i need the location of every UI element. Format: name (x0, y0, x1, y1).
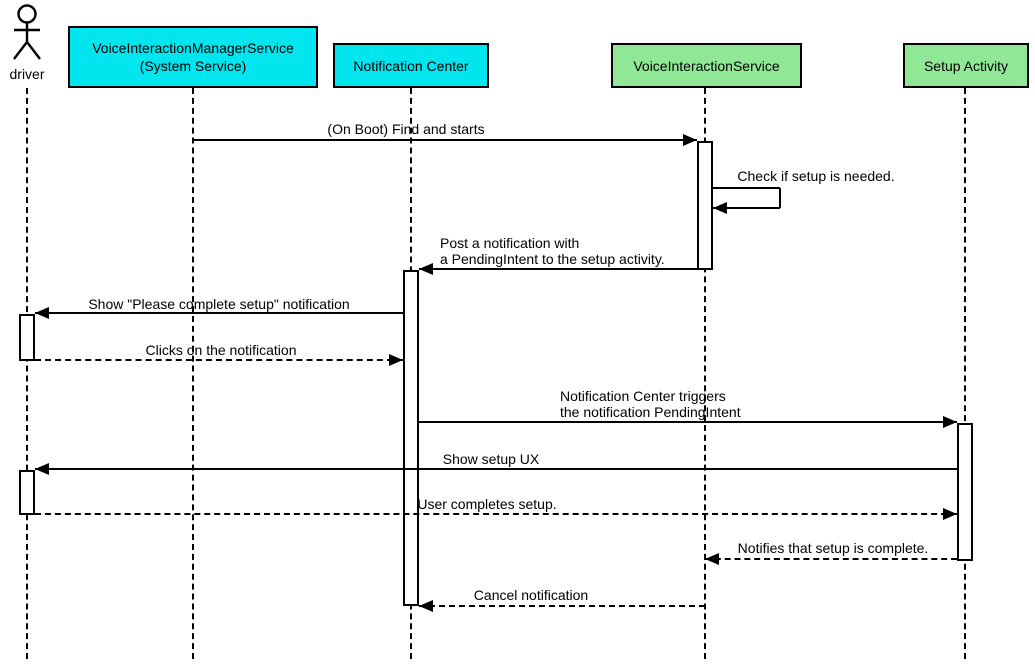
message-show-setup-ux-label: Show setup UX (442, 451, 540, 467)
participant-box-setup-activity: Setup Activity (903, 43, 1029, 88)
message-show-please-complete-setup-notification-arrowhead-icon (35, 307, 49, 319)
driver-activation-1 (19, 314, 35, 361)
message-show-setup-ux-line (35, 468, 957, 470)
message-check-if-setup-is-needed-line-bottom (713, 207, 780, 209)
lifeline-voice-interaction-manager-service (192, 88, 194, 659)
message-show-please-complete-setup-notification-line (35, 312, 403, 314)
message-check-if-setup-is-needed-line-side (779, 188, 781, 208)
message-on-boot-find-and-starts-label: (On Boot) Find and starts (327, 121, 485, 137)
message-post-notification-pendingintent-line (419, 268, 697, 270)
driver-activation-2 (19, 470, 35, 515)
message-user-completes-setup-arrowhead-icon (943, 508, 957, 520)
message-cancel-notification-label: Cancel notification (473, 587, 589, 603)
message-cancel-notification-arrowhead-icon (419, 600, 433, 612)
message-user-completes-setup-line (35, 513, 957, 515)
message-notifies-that-setup-is-complete-arrowhead-icon (705, 553, 719, 565)
message-cancel-notification-line (419, 605, 705, 607)
participant-box-notification-center: Notification Center (333, 43, 489, 88)
message-show-setup-ux-arrowhead-icon (35, 463, 49, 475)
message-check-if-setup-is-needed-arrowhead-icon (713, 202, 727, 214)
message-clicks-on-the-notification-label: Clicks on the notification (145, 342, 297, 358)
lifeline-voice-interaction-service (704, 88, 706, 659)
actor-icon (7, 4, 47, 64)
lifeline-setup-activity (964, 88, 966, 659)
message-notifies-that-setup-is-complete-line (705, 558, 957, 560)
message-show-please-complete-setup-notification-label: Show "Please complete setup" notificatio… (88, 296, 350, 312)
message-check-if-setup-is-needed-line-top (713, 187, 780, 189)
notification-center-activation (403, 270, 419, 606)
message-notification-center-triggers-pendingintent-arrowhead-icon (943, 416, 957, 428)
participant-box-voice-interaction-manager-service: VoiceInteractionManagerService (System S… (68, 26, 318, 88)
actor-label: driver (9, 66, 45, 82)
message-notifies-that-setup-is-complete-label: Notifies that setup is complete. (737, 540, 929, 556)
setup-activity-activation (957, 423, 973, 561)
message-post-notification-pendingintent-label: Post a notification with a PendingIntent… (440, 235, 665, 267)
participant-box-voice-interaction-service: VoiceInteractionService (611, 43, 802, 88)
message-user-completes-setup-label: User completes setup. (417, 496, 557, 512)
message-on-boot-find-and-starts-line (194, 139, 697, 141)
lifeline-driver (26, 88, 28, 659)
message-clicks-on-the-notification-arrowhead-icon (389, 354, 403, 366)
message-on-boot-find-and-starts-arrowhead-icon (683, 134, 697, 146)
message-check-if-setup-is-needed-label: Check if setup is needed. (737, 168, 895, 184)
message-clicks-on-the-notification-line (35, 359, 403, 361)
message-notification-center-triggers-pendingintent-line (419, 421, 957, 423)
message-notification-center-triggers-pendingintent-label: Notification Center triggers the notific… (560, 388, 741, 420)
message-post-notification-pendingintent-arrowhead-icon (419, 263, 433, 275)
voice-interaction-service-activation (697, 141, 713, 270)
